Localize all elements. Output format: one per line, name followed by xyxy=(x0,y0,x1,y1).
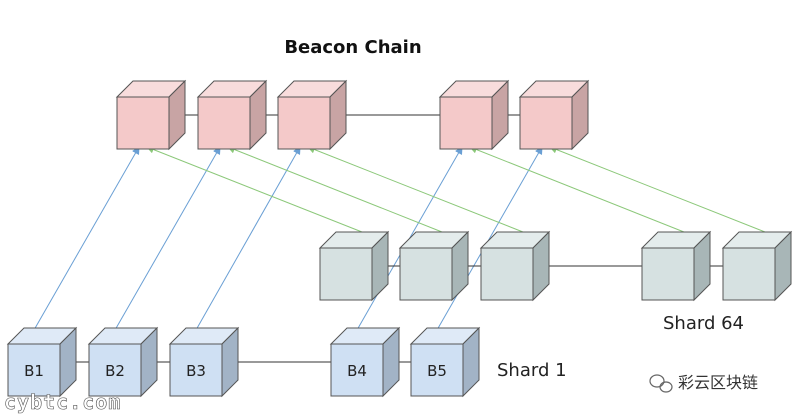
chain-arrows xyxy=(67,111,723,366)
cross-link-arrow xyxy=(549,145,766,233)
shard-1-block: B5 xyxy=(409,326,481,398)
cross-link-arrow xyxy=(33,146,140,331)
block-label: B1 xyxy=(24,362,44,380)
cube-front-face xyxy=(116,96,170,150)
cross-links xyxy=(33,145,766,331)
watermark-brand: 彩云区块链 xyxy=(649,373,758,393)
cube-front-face xyxy=(7,343,61,397)
shard-64-block xyxy=(721,230,793,302)
shard-1-block: B1 xyxy=(6,326,78,398)
cross-link-arrow xyxy=(146,145,363,233)
cube-front-face xyxy=(197,96,251,150)
cube-front-face xyxy=(439,96,493,150)
cross-link-arrow xyxy=(114,146,221,331)
cube-front-face xyxy=(319,247,373,301)
shard-64-label: Shard 64 xyxy=(663,313,744,334)
shard-1-block: B2 xyxy=(87,326,159,398)
cube-front-face xyxy=(519,96,573,150)
shard-1-block: B4 xyxy=(329,326,401,398)
beacon-block xyxy=(518,79,590,151)
cross-link-arrow xyxy=(307,145,524,233)
cube-front-face xyxy=(399,247,453,301)
shard-64-block xyxy=(640,230,712,302)
watermark-site: cybtc.com xyxy=(4,390,121,414)
cube-front-face xyxy=(277,96,331,150)
shard-1-block: B3 xyxy=(168,326,240,398)
beacon-block xyxy=(196,79,268,151)
shard-1-row: B1 B2 B3 B4 B5 xyxy=(6,326,481,398)
cube-front-face xyxy=(722,247,776,301)
block-label: B3 xyxy=(186,362,206,380)
cross-link-arrow xyxy=(469,145,685,233)
cube-front-face xyxy=(330,343,384,397)
cross-link-arrow xyxy=(195,146,301,331)
cube-front-face xyxy=(480,247,534,301)
beacon-block xyxy=(276,79,348,151)
shard-64-block xyxy=(479,230,551,302)
cross-link-arrow xyxy=(436,146,543,331)
beacon-chain-row xyxy=(115,79,590,151)
block-label: B5 xyxy=(427,362,447,380)
cube-front-face xyxy=(169,343,223,397)
shard-1-label: Shard 1 xyxy=(497,360,567,381)
wechat-icon xyxy=(649,374,673,393)
beacon-block xyxy=(115,79,187,151)
cube-front-face xyxy=(410,343,464,397)
cube-front-face xyxy=(641,247,695,301)
diagram-title: Beacon Chain xyxy=(284,37,421,58)
block-label: B2 xyxy=(105,362,125,380)
shard-64-block xyxy=(398,230,470,302)
cross-link-arrow xyxy=(227,145,443,233)
shard-64-row xyxy=(318,230,793,302)
cube-front-face xyxy=(88,343,142,397)
watermark-brand-text: 彩云区块链 xyxy=(678,373,758,392)
beacon-block xyxy=(438,79,510,151)
shard-64-block xyxy=(318,230,390,302)
block-label: B4 xyxy=(347,362,367,380)
